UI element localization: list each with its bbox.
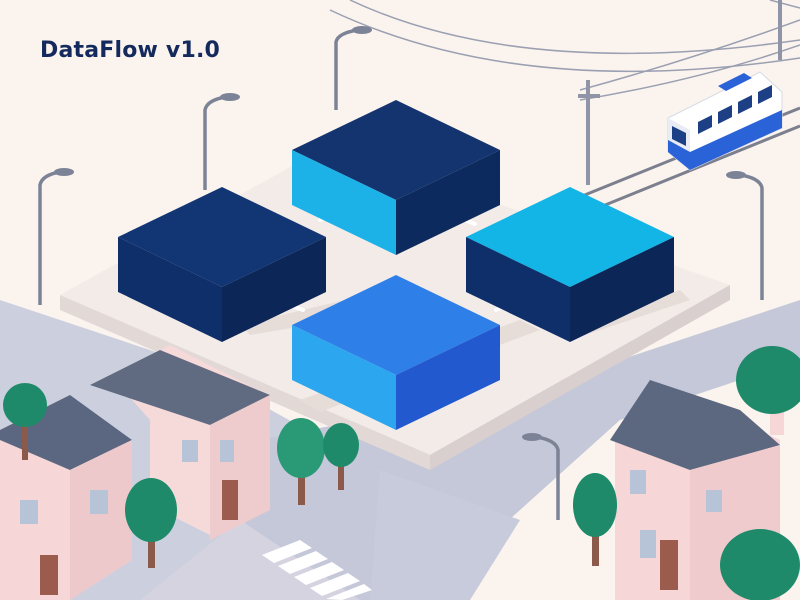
overhead-wires — [329, 0, 800, 101]
house-icon — [0, 395, 132, 600]
data-block-top — [292, 100, 500, 255]
data-block-right — [466, 187, 674, 342]
lamp-heads — [54, 26, 746, 441]
data-block-left — [118, 187, 326, 342]
house-icon-2 — [90, 345, 270, 540]
tram-icon — [667, 71, 783, 171]
utility-poles — [578, 0, 782, 185]
data-block-front — [292, 275, 500, 430]
app-title: DataFlow v1.0 — [40, 38, 221, 63]
crosswalk-icon — [262, 540, 372, 600]
tree-icon — [3, 346, 800, 600]
